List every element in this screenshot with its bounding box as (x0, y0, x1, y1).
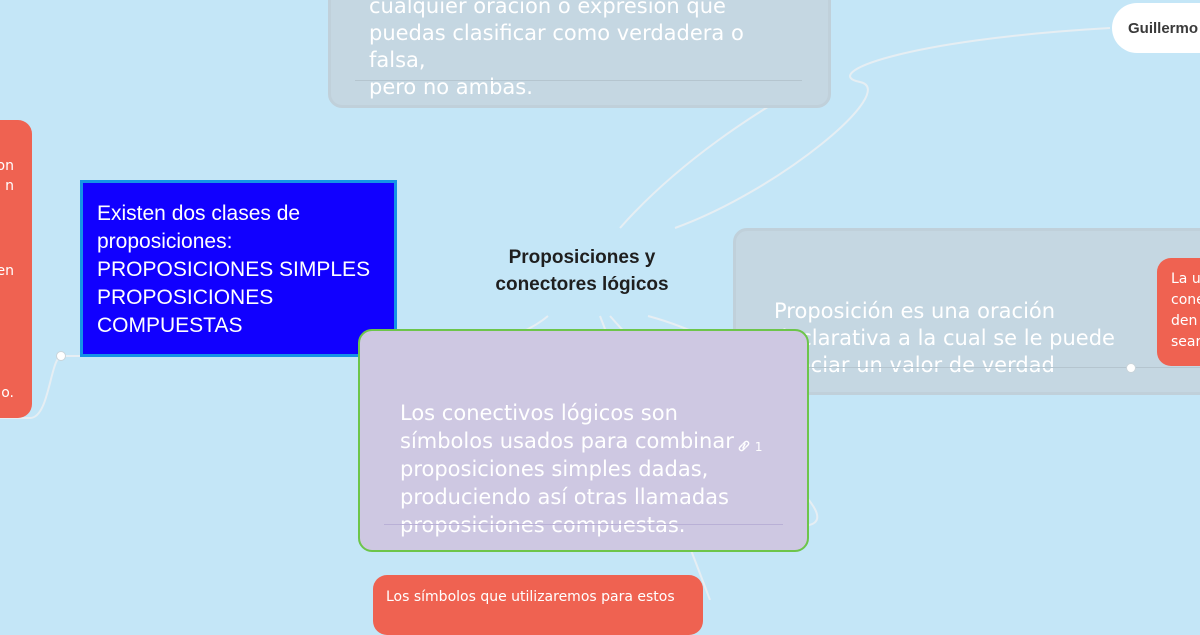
connectives-text: Los conectivos lógicos son símbolos usad… (400, 401, 734, 537)
author-name: Guillermo (1128, 20, 1199, 37)
card-divider (355, 80, 802, 81)
collapse-handle-right[interactable] (1126, 363, 1136, 373)
card-divider (760, 367, 1200, 368)
left-red-fragment: on (0, 158, 14, 174)
link-icon (738, 440, 750, 452)
right-red-card[interactable]: La u cone den sear (1157, 258, 1200, 366)
central-topic[interactable]: Proposiciones y conectores lógicos (495, 247, 669, 295)
connector-center-name (674, 27, 1111, 229)
symbols-card[interactable]: Los símbolos que utilizaremos para estos (373, 575, 703, 635)
left-red-fragment: en (0, 263, 14, 279)
collapse-handle-left[interactable] (56, 351, 66, 361)
left-red-fragment: do. (0, 385, 14, 401)
definition-top-text: cualquier oración o expresión que puedas… (369, 0, 744, 99)
left-red-card[interactable]: on n en do. (0, 120, 32, 418)
link-badge[interactable]: 1 (737, 433, 762, 461)
blue-classes-card[interactable]: Existen dos clases de proposiciones: PRO… (80, 180, 397, 357)
definition-card-top[interactable]: cualquier oración o expresión que puedas… (328, 0, 831, 108)
left-red-fragment: n (5, 178, 14, 194)
link-count: 1 (754, 440, 763, 454)
author-pill[interactable]: Guillermo (1112, 3, 1200, 53)
card-divider (384, 524, 783, 525)
connectives-card[interactable]: Los conectivos lógicos son símbolos usad… (358, 329, 809, 552)
symbols-text: Los símbolos que utilizaremos para estos (386, 589, 675, 605)
